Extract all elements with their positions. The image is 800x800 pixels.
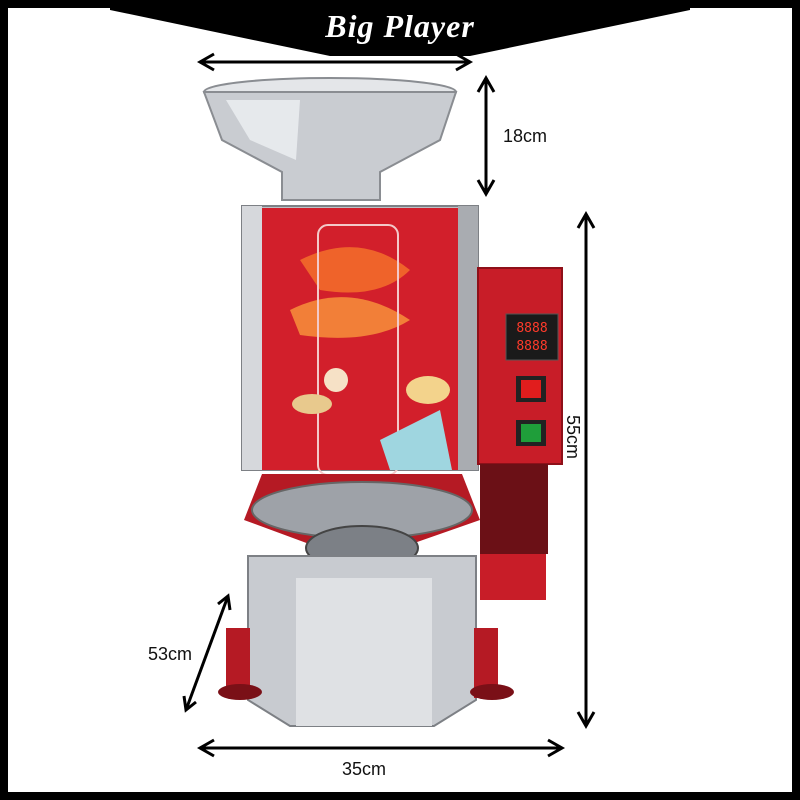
depth-arrow [182, 593, 232, 713]
lower-base [218, 555, 514, 727]
brand-title: Big Player [325, 8, 475, 44]
total-height-arrow [576, 210, 596, 730]
motor-base [480, 554, 546, 600]
red-power-switch [521, 380, 541, 398]
display-bottom: 8888 [516, 339, 547, 354]
depth-label: 53cm [148, 644, 193, 664]
control-panel: 8888 8888 [477, 267, 563, 600]
total-height-label: 55cm [563, 415, 583, 460]
display-top: 8888 [516, 321, 547, 336]
hopper [202, 77, 458, 201]
drive-mechanism [480, 464, 548, 554]
title-banner [110, 4, 690, 56]
temperature-display [505, 313, 559, 361]
hopper-height-label: 18cm [503, 126, 548, 146]
hopper-width-arrow [196, 52, 474, 72]
upper-housing [241, 205, 479, 476]
hopper-height-arrow [476, 74, 496, 198]
width-label: 35cm [342, 759, 387, 779]
green-power-switch [521, 424, 541, 442]
width-arrow [196, 738, 566, 758]
